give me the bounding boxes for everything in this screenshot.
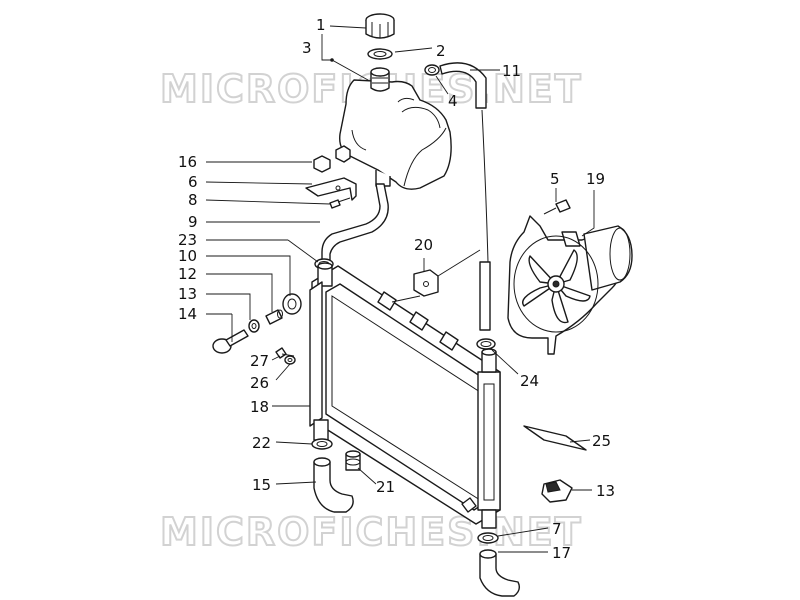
screw-27 [275, 347, 295, 359]
foam-strip-25 [523, 425, 587, 451]
callout-8: 8 [188, 191, 198, 209]
radiator [309, 262, 501, 529]
grommet-13 [541, 479, 573, 503]
callout-15: 15 [252, 476, 271, 494]
callout-12: 12 [178, 265, 197, 283]
cooling-fan [507, 215, 633, 355]
spacer-12 [265, 309, 283, 325]
callout-6: 6 [188, 173, 198, 191]
bracket-6 [305, 177, 357, 201]
callout-22: 22 [252, 434, 271, 452]
overflow-hose [439, 62, 487, 109]
callout-26: 26 [250, 374, 269, 392]
callout-13-right: 13 [596, 482, 615, 500]
clamp-7 [477, 532, 499, 544]
callout-20: 20 [414, 236, 433, 254]
callout-16: 16 [178, 153, 197, 171]
expansion-tank [339, 67, 452, 190]
nut-16 [313, 145, 351, 173]
lower-hose-15 [313, 461, 354, 513]
callout-17: 17 [552, 544, 571, 562]
callout-25: 25 [592, 432, 611, 450]
tank-cap [365, 13, 395, 39]
vertical-hose [479, 261, 491, 331]
callout-labels: 1 2 3 4 11 16 6 8 9 23 10 12 13 14 27 26… [178, 16, 615, 562]
watermark-bottom: MICROFICHES.NET [160, 510, 583, 554]
bolt-14 [212, 329, 249, 354]
rubber-mount-10 [282, 293, 302, 315]
callout-24: 24 [520, 372, 539, 390]
callout-14: 14 [178, 305, 197, 323]
callout-3: 3 [302, 39, 312, 57]
small-clamp [424, 64, 440, 76]
clamp-24 [476, 338, 496, 350]
callout-4: 4 [448, 92, 458, 110]
callout-21: 21 [376, 478, 395, 496]
callout-11: 11 [502, 62, 521, 80]
callout-2: 2 [436, 42, 446, 60]
callout-27: 27 [250, 352, 269, 370]
screw-5 [543, 199, 571, 215]
bracket-20 [413, 269, 439, 297]
callout-19: 19 [586, 170, 605, 188]
washer-26 [284, 355, 296, 365]
screw-8 [329, 197, 351, 209]
callout-7: 7 [552, 520, 562, 538]
washer-13 [248, 319, 260, 333]
lower-hose-17 [479, 553, 521, 597]
callout-5: 5 [550, 170, 560, 188]
callout-10: 10 [178, 247, 197, 265]
clamp-22 [311, 438, 333, 450]
leader-lines [205, 25, 595, 553]
callout-9: 9 [188, 213, 198, 231]
rubber-grommet-21 [345, 450, 361, 471]
callout-13-left: 13 [178, 285, 197, 303]
callout-18: 18 [250, 398, 269, 416]
tank-gasket [367, 48, 393, 60]
overflow-hose-line [481, 109, 489, 263]
callout-23: 23 [178, 231, 197, 249]
callout-1: 1 [316, 16, 326, 34]
